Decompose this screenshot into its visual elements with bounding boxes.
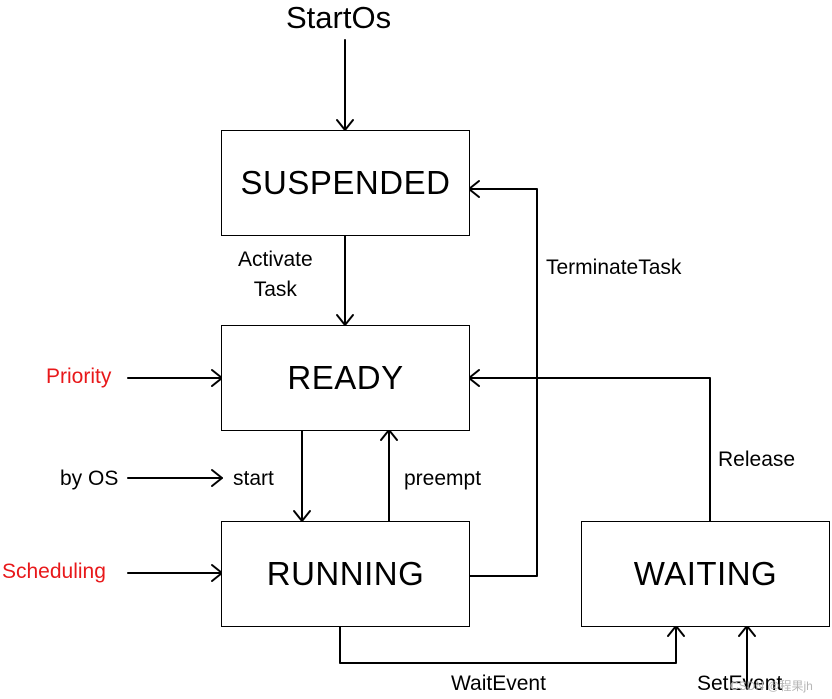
running-state: RUNNING (221, 521, 470, 627)
watermark: CSDN @程果jh (730, 679, 813, 693)
activate-task-label: Activate Task (238, 245, 313, 306)
preempt-label: preempt (404, 467, 482, 490)
priority-label: Priority (46, 365, 112, 388)
start-label: start (233, 467, 274, 490)
terminate-task-label: TerminateTask (546, 256, 682, 279)
activate-label-line1: Activate (238, 248, 313, 271)
terminate-arrow (468, 188, 538, 577)
waiting-state: WAITING (581, 521, 830, 627)
waitevent-label: WaitEvent (451, 672, 546, 695)
activate-label-line2: Task (253, 278, 297, 302)
by-os-label: by OS (60, 467, 119, 490)
waitevent-arrow (339, 625, 677, 664)
by-os-arrowhead (211, 469, 223, 487)
release-arrow (468, 377, 711, 522)
release-label: Release (718, 448, 796, 471)
setevent-label: SetEvent (697, 672, 783, 695)
scheduling-label: Scheduling (2, 560, 106, 583)
ready-state: READY (221, 325, 470, 431)
startos-label: StartOs (286, 0, 392, 35)
suspended-state: SUSPENDED (221, 130, 470, 236)
